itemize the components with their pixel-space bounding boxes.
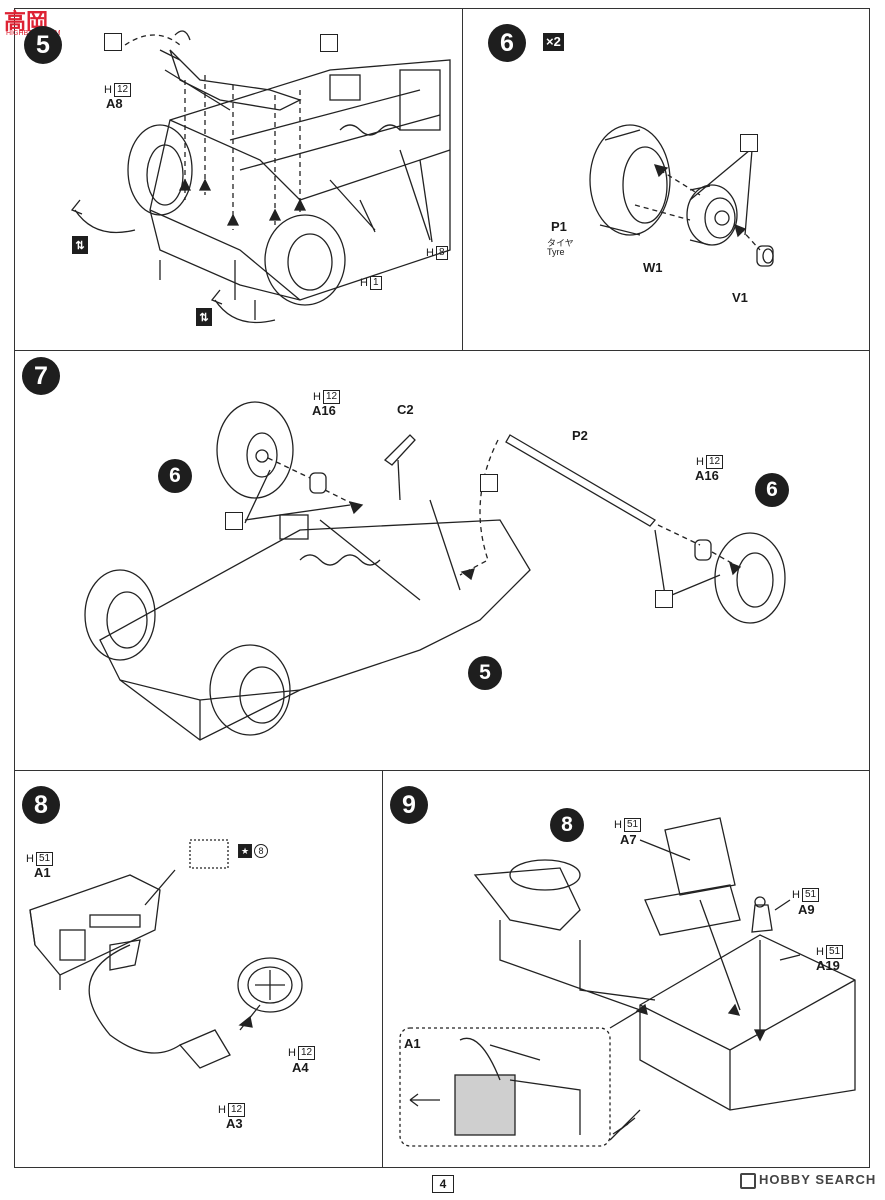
part-a8-label: A8 [106,96,123,111]
part-v1-label: V1 [732,290,748,305]
step-8-badge: 8 [22,786,60,824]
step7-guide-lines [267,439,736,576]
divider-row1 [14,350,870,351]
step7-chassis-drawing [84,401,786,741]
glue-icon [320,34,338,52]
part-w1-label: W1 [643,260,663,275]
step-9-badge: 9 [390,786,428,824]
part-a3-label: A3 [226,1116,243,1131]
step8-dashboard-drawing [29,839,303,1069]
flip-icon: ⇅ [72,236,88,254]
decal-note: ★8 [238,844,268,858]
divider-col-bottom [382,770,383,1168]
part-a16-label-left: A16 [312,403,336,418]
flip-icon: ⇅ [196,308,212,326]
step-5-badge: 5 [24,26,62,64]
glue-icon [104,33,122,51]
part-a19-label: A19 [816,958,840,973]
step6-tyre-drawing [589,124,774,267]
divider-col-top [462,8,463,350]
step5-guide-lines [124,34,301,230]
step9-cab-drawing [399,817,856,1147]
step-7-badge: 7 [22,357,60,395]
ref-step8: 8 [550,808,584,842]
part-p1-label: P1 [551,219,567,234]
tyre-jp-label: タイヤ [547,238,574,248]
multiplier-badge: ×2 [543,33,564,51]
hobby-search-logo: HOBBY SEARCH [740,1172,876,1189]
page-number: 4 [432,1175,454,1193]
glue-icon [225,512,243,530]
page-frame [14,8,870,1168]
divider-row2 [14,770,870,771]
part-p2-label: P2 [572,428,588,443]
ref-step5: 5 [468,656,502,690]
glue-icon [740,134,758,152]
step-6-badge: 6 [488,24,526,62]
logo-mark-icon [740,1172,756,1189]
step5-chassis-drawing [70,30,451,324]
part-a16-label-right: A16 [695,468,719,483]
part-c2-label: C2 [397,402,414,417]
ref-step6-right: 6 [755,473,789,507]
step6-guide-lines [634,169,761,251]
part-a4-label: A4 [292,1060,309,1075]
glue-icon [655,590,673,608]
part-a7-label: A7 [620,832,637,847]
part-a9-label: A9 [798,902,815,917]
ref-step6-left: 6 [158,459,192,493]
glue-icon [480,474,498,492]
inset-a1-label: A1 [404,1036,421,1051]
tyre-en-label: Tyre [547,247,565,257]
part-a1-label: A1 [34,865,51,880]
